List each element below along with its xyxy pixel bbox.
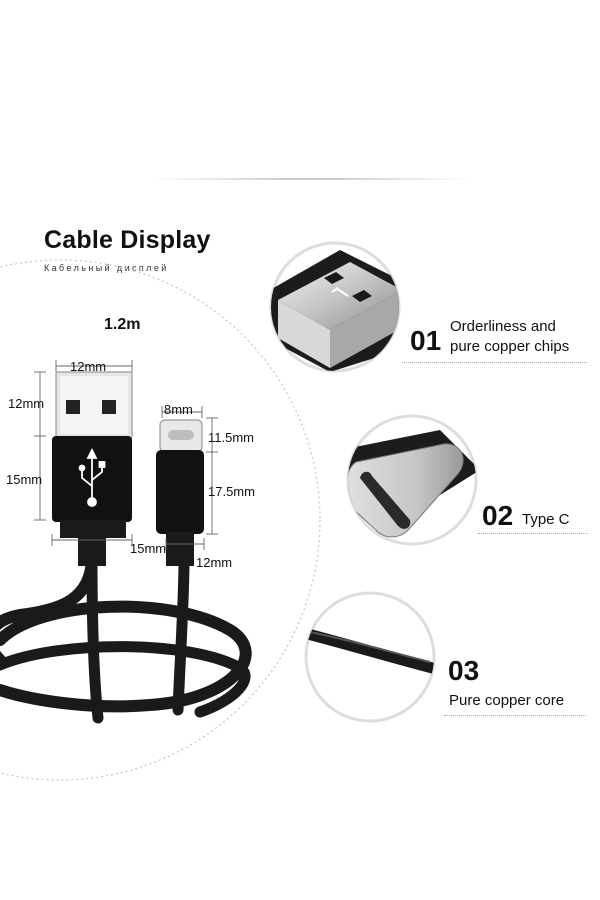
feature-3-ring [304,591,436,723]
cable-length-label: 1.2m [104,316,141,333]
feature-2-dotted-underline [478,533,588,534]
feature-2-number: 02 [482,500,514,531]
usb-a-hole-right [102,400,116,414]
dim-usb-a-body-length: 15mm [6,472,43,487]
feature-1-text: Orderliness and pure copper chips [450,317,569,357]
decorative-dotted-arc [0,259,321,781]
type-c-body [156,450,204,534]
dim-type-c-strain-relief: 12mm [196,555,233,570]
dim-usb-a-width: 12mm [70,359,107,374]
feature-2-text: Type C [522,511,570,528]
dim-type-c-plug-length: 11.5mm [208,430,254,445]
feature-3-text: Pure copper core [449,692,565,709]
feature-1-dotted-underline [402,362,587,363]
feature-3-dotted-underline [444,715,586,716]
coiled-cable [0,554,252,724]
feature-1-number: 01 [410,325,442,356]
feature-1-text-line2: pure copper chips [450,338,570,355]
usb-symbol-icon [78,447,106,507]
feature-1-text-line1: Orderliness and [450,318,556,335]
page-title: Cable Display [44,226,211,254]
dim-usb-a-strain-relief: 15mm [130,541,167,556]
usb-a-strain-relief [60,520,126,538]
dimension-lines [34,360,218,550]
dim-type-c-width: 8mm [164,402,193,417]
usb-a-connector [52,371,133,566]
type-c-strain-relief [166,532,194,566]
feature-3-number: 03 [448,655,480,686]
page-subtitle: Кабельный дисплей [44,263,169,273]
dim-type-c-body-length: 17.5mm [208,484,255,499]
dim-usb-a-plug-length: 12mm [8,396,45,411]
top-divider [150,178,470,180]
type-c-connector [156,419,204,566]
usb-a-hole-left [66,400,80,414]
